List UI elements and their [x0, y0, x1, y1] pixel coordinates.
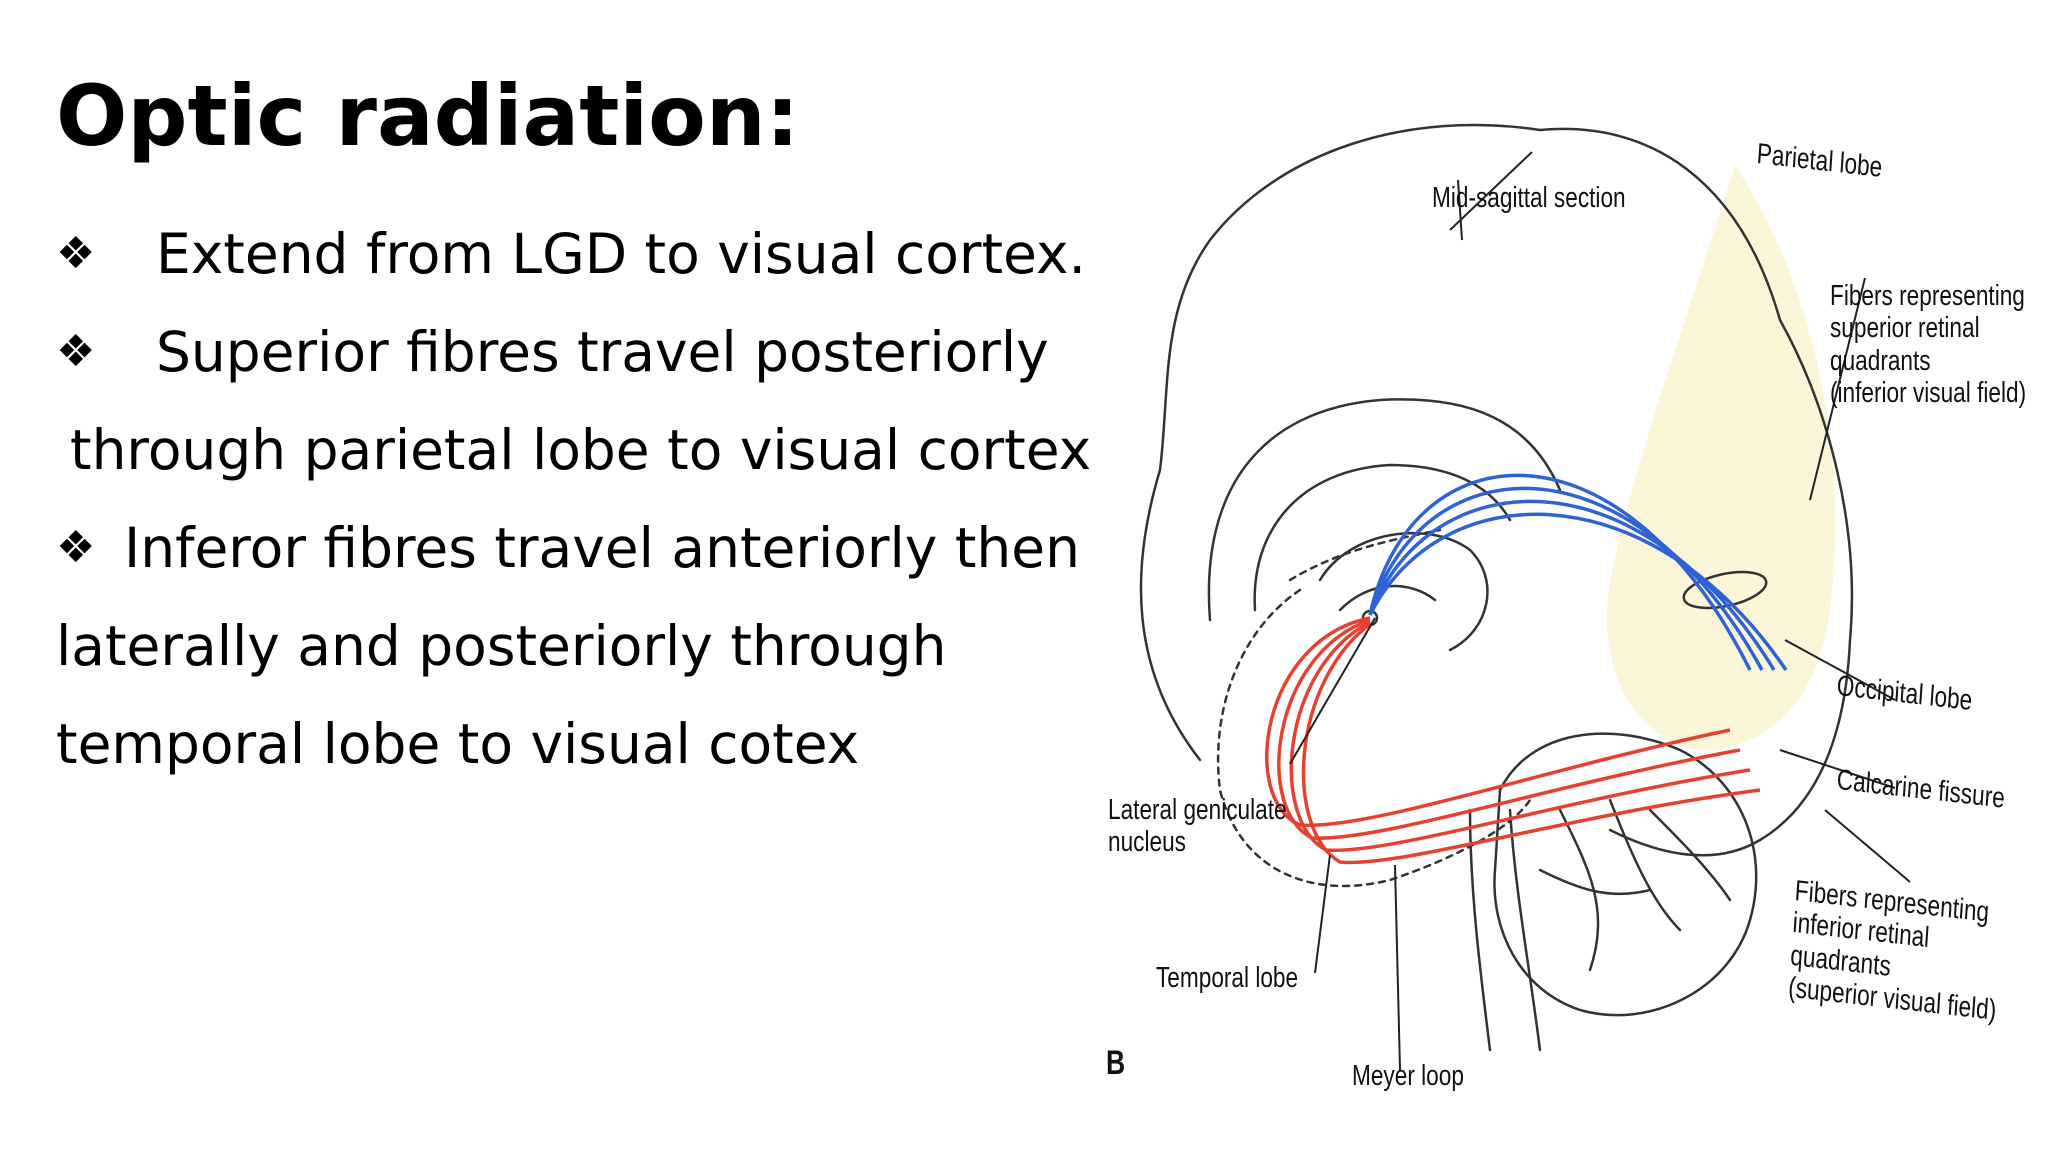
label-fibers-inferior: Fibers representing inferior retinal qua… [1787, 875, 1998, 1028]
panel-letter: B [1106, 1044, 1126, 1082]
bullet-line-1: ❖ Extend from LGD to visual cortex. [56, 205, 1116, 303]
superior-fibers [1368, 473, 1788, 671]
label-lateral-geniculate-nucleus: Lateral geniculate nucleus [1108, 794, 1287, 859]
bullet-text: through parietal lobe to visual cortex [70, 418, 1092, 482]
diamond-bullet-icon: ❖ [56, 522, 96, 573]
bullet-line-2: ❖ Superior fibres travel posteriorly [56, 303, 1116, 401]
bullet-line-continuation: laterally and posteriorly through [56, 597, 1116, 695]
brain-illustration [1139, 123, 1911, 1071]
bullet-line-3: ❖ Inferor fibres travel anteriorly then [56, 499, 1116, 597]
bullet-text: laterally and posteriorly through [56, 614, 947, 678]
occipital-lobe-shape [1606, 165, 1836, 750]
diamond-bullet-icon: ❖ [56, 326, 96, 377]
label-mid-sagittal: Mid-sagittal section [1432, 182, 1626, 214]
optic-radiation-diagram: Mid-sagittal section Parietal lobe Fiber… [1090, 110, 2040, 1140]
label-meyer-loop: Meyer loop [1352, 1060, 1464, 1092]
bullet-text: Superior fibres travel posteriorly [156, 320, 1049, 384]
corpus-callosum [1207, 398, 1562, 622]
bullet-list: ❖ Extend from LGD to visual cortex. ❖ Su… [56, 205, 1116, 793]
bullet-text: temporal lobe to visual cotex [56, 712, 860, 776]
bullet-line-continuation: through parietal lobe to visual cortex [56, 401, 1116, 499]
temporal-lobe-outline [1216, 588, 1532, 888]
slide-title: Optic radiation: [56, 67, 800, 165]
bullet-line-continuation: temporal lobe to visual cotex [56, 695, 1116, 793]
bullet-text: Inferor fibres travel anteriorly then [124, 516, 1080, 580]
inferior-fibers [1265, 616, 1761, 865]
label-fibers-superior: Fibers representing superior retinal qua… [1830, 280, 2027, 410]
label-temporal-lobe: Temporal lobe [1156, 962, 1299, 994]
diamond-bullet-icon: ❖ [56, 228, 96, 279]
bullet-text: Extend from LGD to visual cortex. [156, 222, 1087, 286]
brain-outline [1139, 123, 1854, 857]
cerebellum [1493, 732, 1758, 1017]
